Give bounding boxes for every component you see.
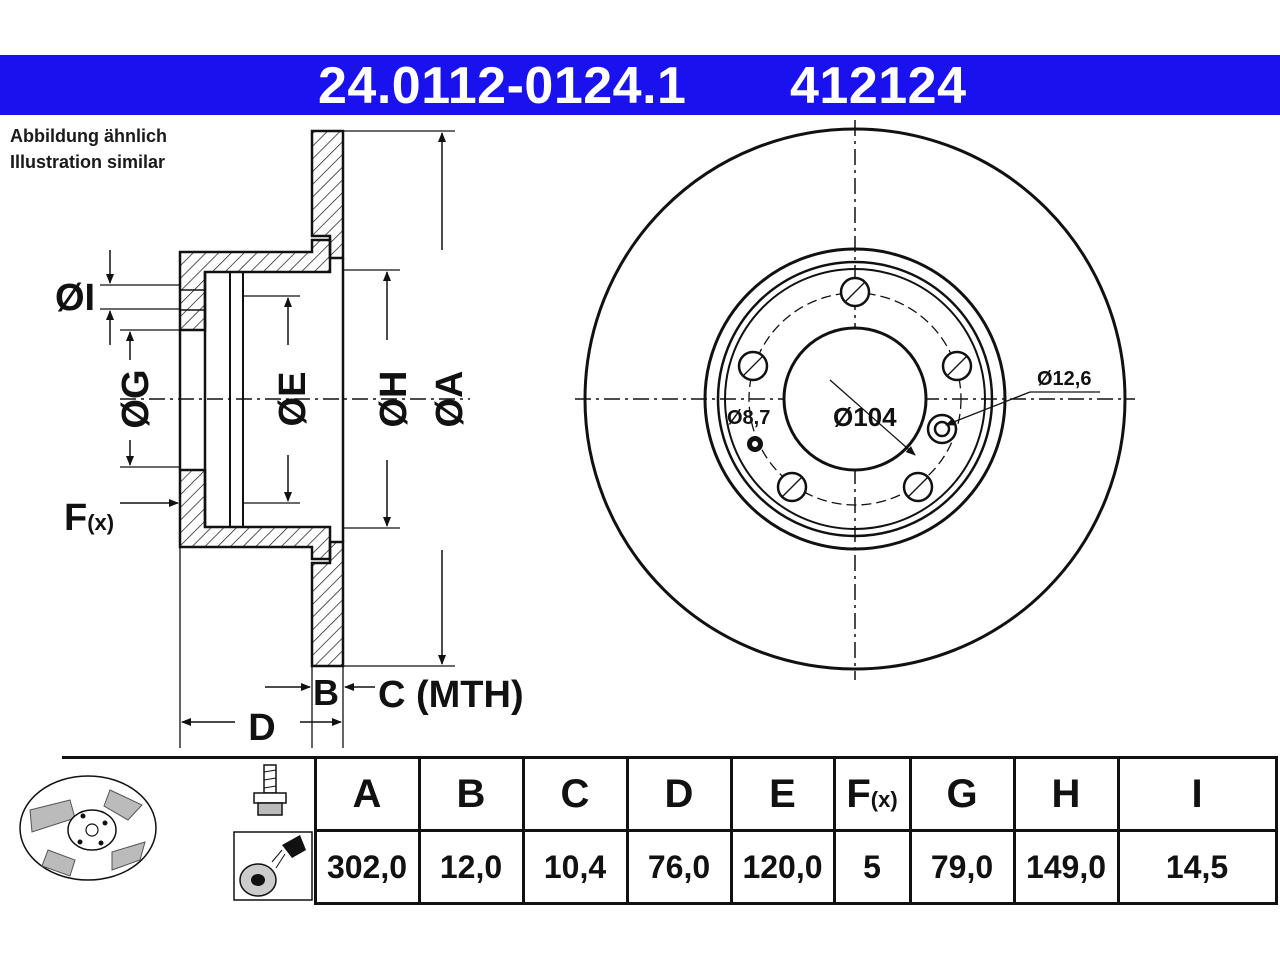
table-header-C: C — [521, 756, 629, 832]
dim-label-A: ØA — [429, 371, 471, 428]
disc-outer-edge — [583, 127, 1127, 671]
table-header-I: I — [1116, 756, 1278, 832]
table-header-E: E — [729, 756, 836, 832]
side-section-view: ØA ØH ØE ØG ØI F(x) B C (MTH) — [55, 129, 524, 749]
part-number: 24.0112-0124.1 — [318, 57, 687, 115]
table-value-A: 302,0 — [313, 829, 421, 905]
table-header-F: F(x) — [832, 756, 912, 832]
dim-label-C: C (MTH) — [378, 674, 524, 716]
dim-label-G: ØG — [115, 369, 157, 428]
table-value-D: 76,0 — [625, 829, 733, 905]
front-view: Ø12,6 Ø8,7 Ø104 — [575, 120, 1135, 680]
dim-label-E: ØE — [272, 372, 314, 427]
center-bore — [782, 326, 928, 472]
dim-label-D: D — [248, 707, 275, 749]
center-bore-diameter-label: Ø104 — [833, 402, 897, 432]
table-value-G: 79,0 — [908, 829, 1016, 905]
hole-diameter-label: Ø12,6 — [1037, 368, 1091, 390]
table-value-B: 12,0 — [417, 829, 525, 905]
caption-english: Illustration similar — [10, 152, 166, 172]
title-bar: 24.0112-0124.1 412124 — [0, 55, 1280, 115]
table-value-H: 149,0 — [1012, 829, 1120, 905]
table-value-F: 5 — [832, 829, 912, 905]
small-hole-diameter-label: Ø8,7 — [727, 407, 770, 429]
table-value-E: 120,0 — [729, 829, 836, 905]
table-header-B: B — [417, 756, 525, 832]
table-header-D: D — [625, 756, 733, 832]
table-value-C: 10,4 — [521, 829, 629, 905]
illustration-caption: Abbildung ähnlich Illustration similar — [10, 123, 167, 175]
reference-number: 412124 — [790, 57, 967, 115]
dim-label-B: B — [313, 672, 339, 713]
hat-wall-bottom — [178, 468, 332, 561]
dim-label-F: F(x) — [64, 497, 114, 539]
table-value-I: 14,5 — [1116, 829, 1278, 905]
caption-german: Abbildung ähnlich — [10, 126, 167, 146]
hat-outer-edge — [703, 247, 1007, 551]
hat-wall-top — [178, 238, 332, 332]
table-header-A: A — [313, 756, 421, 832]
table-header-G: G — [908, 756, 1016, 832]
dim-label-I: ØI — [55, 277, 95, 319]
dim-label-H: ØH — [373, 371, 415, 428]
disc-ring-bottom — [310, 540, 345, 668]
dimension-table: A B C D E F(x) G H I 302,0 12,0 10,4 76,… — [62, 756, 1278, 905]
table-header-H: H — [1012, 756, 1120, 832]
table-icon-cell — [62, 756, 317, 904]
